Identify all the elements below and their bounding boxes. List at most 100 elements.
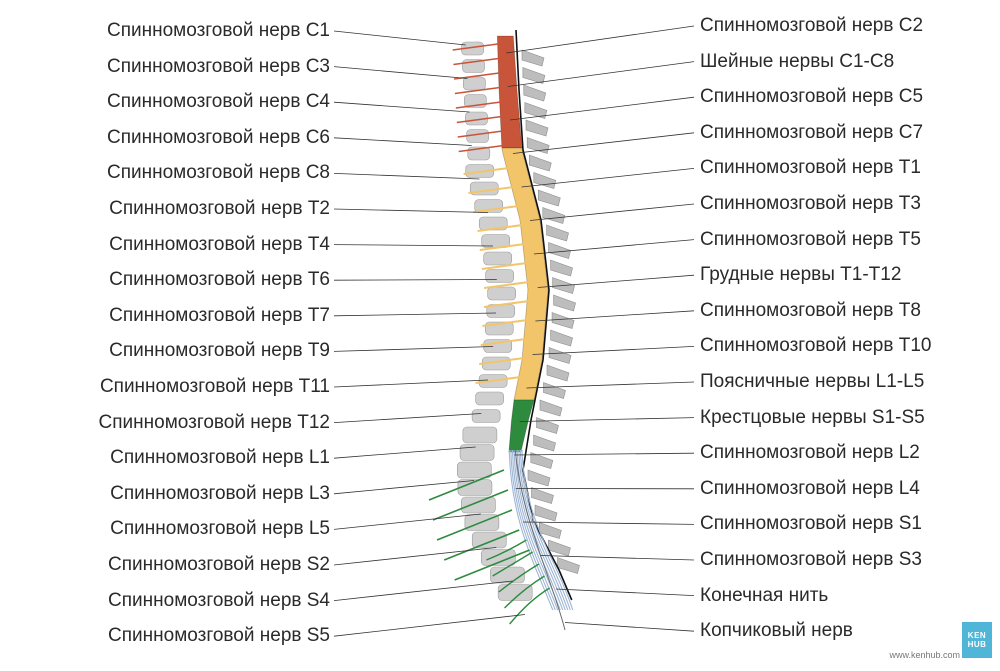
vertebral-body-14 bbox=[488, 287, 516, 300]
label-right-8: Спинномозговой нерв T8 bbox=[700, 300, 921, 322]
leader-left-6 bbox=[334, 245, 493, 246]
leader-left-1 bbox=[334, 67, 467, 79]
leader-left-7 bbox=[334, 280, 497, 281]
spinous-process-1 bbox=[523, 68, 545, 84]
vertebral-body-22 bbox=[463, 427, 497, 443]
spinous-process-11 bbox=[549, 243, 571, 259]
leader-left-4 bbox=[334, 173, 479, 179]
label-left-8: Спинномозговой нерв T7 bbox=[10, 305, 330, 327]
label-left-12: Спинномозговой нерв L1 bbox=[10, 447, 330, 469]
spinous-process-16 bbox=[551, 330, 573, 346]
spinous-process-25 bbox=[532, 488, 554, 504]
label-right-0: Спинномозговой нерв C2 bbox=[700, 15, 923, 37]
kenhub-logo: KEN HUB bbox=[962, 622, 992, 658]
spinous-process-22 bbox=[534, 435, 556, 451]
leader-left-8 bbox=[334, 313, 496, 316]
spinous-process-2 bbox=[524, 85, 546, 101]
leader-right-14 bbox=[523, 522, 694, 524]
leader-right-0 bbox=[506, 26, 694, 53]
leader-left-10 bbox=[334, 380, 488, 387]
label-right-14: Спинномозговой нерв S1 bbox=[700, 513, 922, 535]
leader-right-11 bbox=[520, 418, 694, 422]
leader-left-13 bbox=[334, 481, 474, 494]
leader-right-15 bbox=[540, 556, 694, 561]
label-left-6: Спинномозговой нерв T4 bbox=[10, 234, 330, 256]
label-left-0: Спинномозговой нерв C1 bbox=[10, 20, 330, 42]
label-right-12: Спинномозговой нерв L2 bbox=[700, 442, 920, 464]
label-right-15: Спинномозговой нерв S3 bbox=[700, 549, 922, 571]
vertebral-body-28 bbox=[472, 532, 506, 548]
logo-line1: KEN bbox=[962, 631, 992, 640]
vertebral-body-23 bbox=[460, 445, 494, 461]
spinous-process-18 bbox=[547, 365, 569, 381]
spinous-process-19 bbox=[544, 383, 566, 399]
leader-right-16 bbox=[556, 589, 694, 596]
label-left-3: Спинномозговой нерв C6 bbox=[10, 127, 330, 149]
label-right-7: Грудные нервы T1-T12 bbox=[700, 264, 901, 286]
leader-left-17 bbox=[334, 615, 525, 637]
spinous-process-6 bbox=[529, 155, 551, 171]
site-url: www.kenhub.com bbox=[889, 650, 960, 660]
spinous-process-0 bbox=[522, 50, 544, 66]
label-left-16: Спинномозговой нерв S4 bbox=[10, 590, 330, 612]
leader-left-15 bbox=[334, 548, 496, 566]
spinous-process-15 bbox=[552, 313, 574, 329]
label-left-15: Спинномозговой нерв S2 bbox=[10, 554, 330, 576]
vertebral-body-21 bbox=[472, 410, 500, 423]
leader-right-10 bbox=[526, 382, 694, 388]
leader-left-3 bbox=[334, 138, 472, 146]
label-right-9: Спинномозговой нерв T10 bbox=[700, 335, 931, 357]
label-right-3: Спинномозговой нерв C7 bbox=[700, 122, 923, 144]
vertebral-body-20 bbox=[476, 392, 504, 405]
leader-left-11 bbox=[334, 414, 481, 423]
leader-left-0 bbox=[334, 31, 466, 45]
spinous-process-10 bbox=[547, 225, 569, 241]
label-left-5: Спинномозговой нерв T2 bbox=[10, 198, 330, 220]
spinous-process-21 bbox=[537, 418, 559, 434]
label-right-17: Копчиковый нерв bbox=[700, 620, 853, 642]
label-left-7: Спинномозговой нерв T6 bbox=[10, 269, 330, 291]
spinous-process-4 bbox=[526, 120, 548, 136]
spinous-process-7 bbox=[534, 173, 556, 189]
logo-line2: HUB bbox=[962, 640, 992, 649]
label-left-4: Спинномозговой нерв C8 bbox=[10, 162, 330, 184]
label-right-11: Крестцовые нервы S1-S5 bbox=[700, 407, 925, 429]
spinous-process-8 bbox=[538, 190, 560, 206]
label-left-11: Спинномозговой нерв T12 bbox=[10, 412, 330, 434]
vertebral-body-13 bbox=[486, 270, 514, 283]
label-right-5: Спинномозговой нерв T3 bbox=[700, 193, 921, 215]
label-right-10: Поясничные нервы L1-L5 bbox=[700, 371, 924, 393]
leader-left-16 bbox=[334, 581, 513, 601]
label-left-17: Спинномозговой нерв S5 bbox=[10, 625, 330, 647]
label-right-16: Конечная нить bbox=[700, 585, 828, 607]
spinous-process-24 bbox=[528, 470, 550, 486]
vertebral-body-26 bbox=[461, 497, 495, 513]
vertebral-body-2 bbox=[463, 77, 485, 90]
label-right-2: Спинномозговой нерв C5 bbox=[700, 86, 923, 108]
label-right-6: Спинномозговой нерв T5 bbox=[700, 229, 921, 251]
spinous-process-28 bbox=[548, 540, 570, 556]
label-left-10: Спинномозговой нерв T11 bbox=[10, 376, 330, 398]
spinous-process-26 bbox=[535, 505, 557, 521]
leader-left-12 bbox=[334, 447, 476, 458]
leader-right-17 bbox=[565, 623, 694, 632]
spinous-process-14 bbox=[554, 295, 576, 311]
label-right-4: Спинномозговой нерв T1 bbox=[700, 157, 921, 179]
vertebral-body-24 bbox=[457, 462, 491, 478]
label-left-1: Спинномозговой нерв C3 bbox=[10, 56, 330, 78]
label-left-2: Спинномозговой нерв C4 bbox=[10, 91, 330, 113]
leader-left-2 bbox=[334, 102, 469, 112]
spinous-process-29 bbox=[558, 558, 580, 574]
spinous-process-17 bbox=[549, 348, 571, 364]
leader-left-9 bbox=[334, 347, 493, 352]
label-left-13: Спинномозговой нерв L3 bbox=[10, 483, 330, 505]
spinous-process-9 bbox=[543, 208, 565, 224]
leader-left-5 bbox=[334, 209, 488, 213]
leader-right-12 bbox=[514, 453, 694, 455]
label-right-1: Шейные нервы C1-C8 bbox=[700, 51, 894, 73]
vertebral-body-12 bbox=[484, 252, 512, 265]
label-left-14: Спинномозговой нерв L5 bbox=[10, 518, 330, 540]
label-left-9: Спинномозговой нерв T9 bbox=[10, 340, 330, 362]
leader-left-14 bbox=[334, 514, 481, 529]
